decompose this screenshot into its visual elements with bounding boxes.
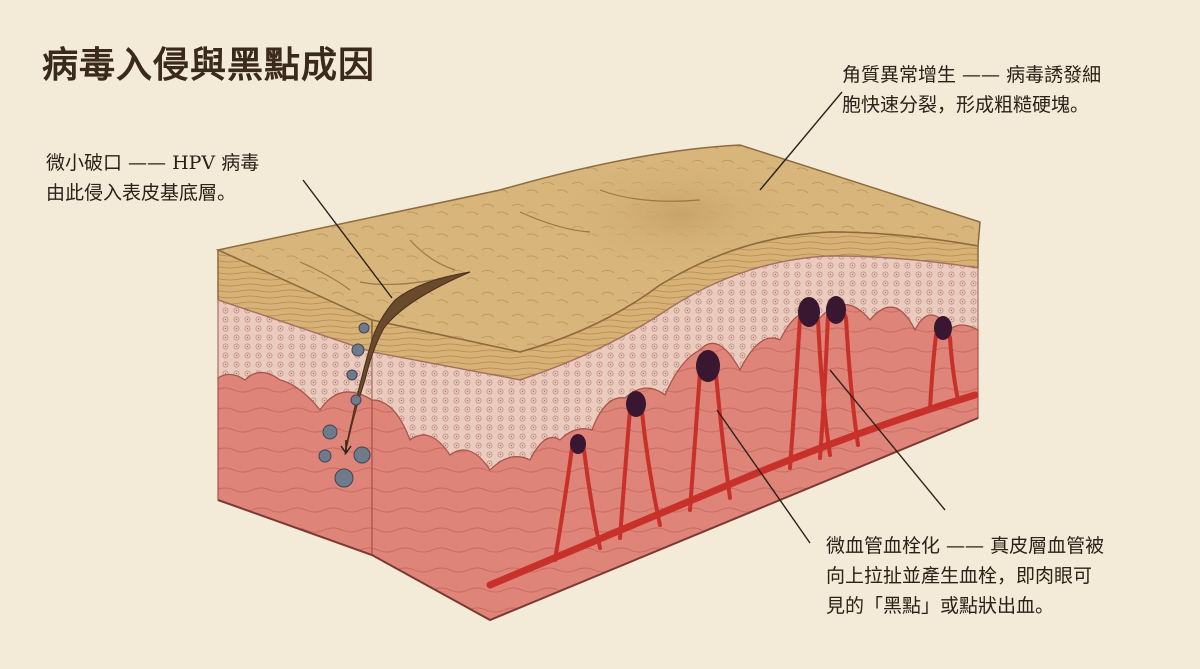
hpv-entry-label-line-1: 微小破口 —— HPV 病毒 bbox=[46, 152, 260, 174]
leader-line-hpv bbox=[302, 179, 393, 299]
page-title: 病毒入侵與黑點成因 bbox=[42, 44, 376, 86]
thrombus-4 bbox=[798, 297, 820, 327]
virus-particle bbox=[351, 343, 365, 357]
capillary-label-line-3: 見的「黑點」或點狀出血。 bbox=[826, 595, 1055, 617]
dermis-left-face bbox=[217, 371, 373, 556]
leader-lines bbox=[302, 91, 946, 544]
virus-particle bbox=[350, 394, 362, 406]
leader-line-capillary-a bbox=[716, 409, 811, 544]
virus-particle bbox=[318, 449, 332, 463]
virus-particle bbox=[358, 322, 370, 334]
hpv-virus-particles bbox=[318, 322, 371, 488]
thrombus-6 bbox=[934, 316, 952, 340]
thrombus-2 bbox=[626, 391, 646, 417]
virus-particle bbox=[322, 424, 338, 440]
capillary-label: 微血管血栓化 —— 真皮層血管被 向上拉扯並產生血栓，即肉眼可 見的「黑點」或點… bbox=[826, 531, 1104, 621]
micro-crack bbox=[344, 271, 471, 456]
leader-line-capillary-b bbox=[829, 369, 946, 511]
leader-line-keratin bbox=[759, 91, 843, 191]
thrombi bbox=[570, 296, 952, 454]
virus-entry-arrow bbox=[340, 440, 352, 455]
block-bottom-edge bbox=[217, 417, 979, 622]
virus-particle bbox=[346, 369, 358, 381]
virus-particle bbox=[353, 446, 371, 464]
keratin-label: 角質異常增生 —— 病毒誘發細 胞快速分裂，形成粗糙硬塊。 bbox=[842, 60, 1101, 120]
thrombus-3 bbox=[696, 350, 720, 382]
capillary-label-line-2: 向上拉扯並產生血栓，即肉眼可 bbox=[826, 565, 1093, 587]
capillary-label-line-1: 微血管血栓化 —— 真皮層血管被 bbox=[826, 535, 1105, 557]
hpv-entry-label-line-2: 由此侵入表皮基底層。 bbox=[46, 182, 237, 204]
hpv-entry-label: 微小破口 —— HPV 病毒 由此侵入表皮基底層。 bbox=[46, 148, 259, 208]
keratin-label-line-2: 胞快速分裂，形成粗糙硬塊。 bbox=[842, 94, 1090, 116]
keratin-label-line-1: 角質異常增生 —— 病毒誘發細 bbox=[842, 64, 1102, 86]
virus-particle bbox=[334, 468, 354, 488]
thrombus-5 bbox=[826, 296, 846, 324]
surface-cracks bbox=[299, 189, 701, 291]
main-vessel bbox=[486, 391, 979, 589]
thrombus-1 bbox=[570, 434, 586, 454]
